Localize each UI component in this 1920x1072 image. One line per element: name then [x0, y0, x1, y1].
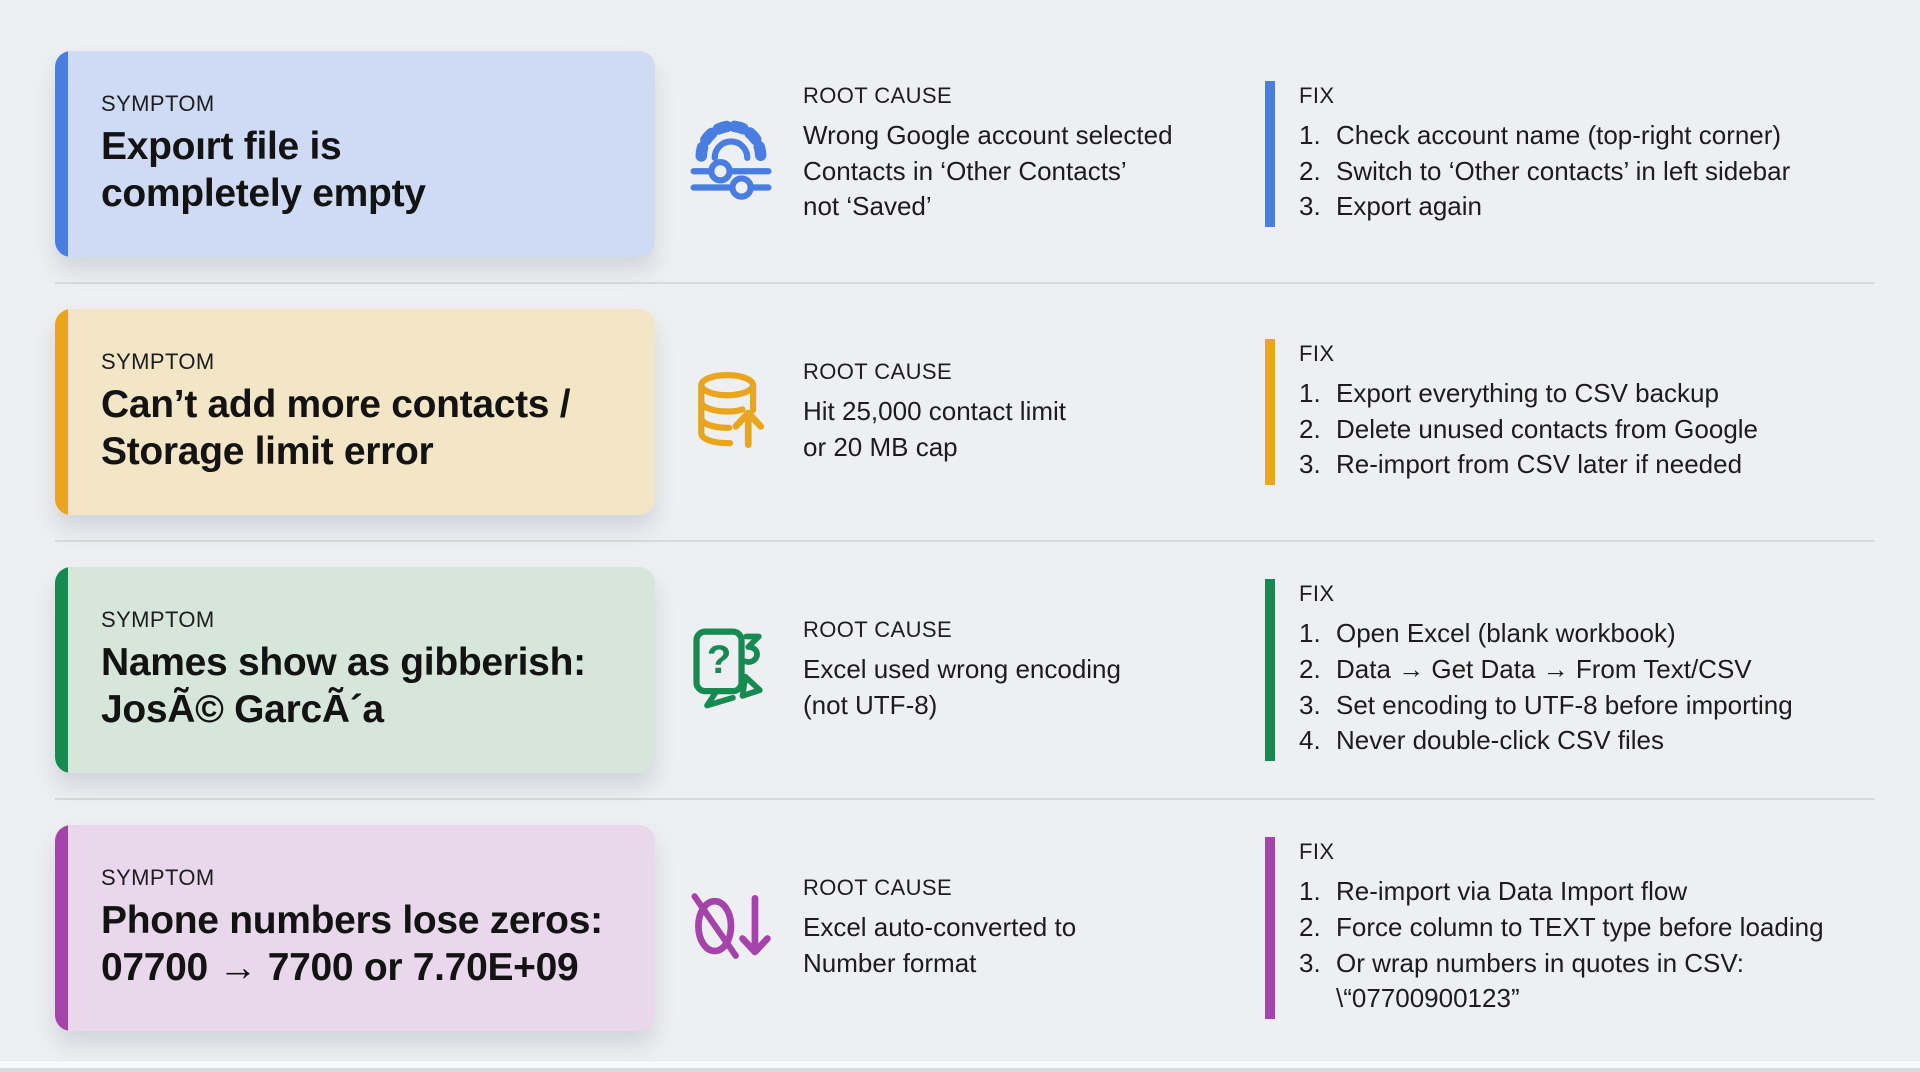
root-cause-line: Hit 25,000 contact limit [803, 395, 1067, 426]
fix-step: Force column to TEXT type before loading [1336, 911, 1824, 942]
encoding-question-icon: ? [685, 624, 777, 716]
symptom-label: SYMPTOM [101, 865, 215, 891]
root-cause-text-block: ROOT CAUSE Hit 25,000 contact limit or 20… [803, 359, 1066, 466]
root-cause-column: ROOT CAUSE Excel auto-converted to Number… [655, 875, 1265, 982]
root-cause-line: (not UTF-8) [803, 689, 938, 720]
symptom-card-body: SYMPTOM Phone numbers lose zeros:07700 →… [55, 865, 617, 991]
symptom-card-body: SYMPTOM Can’t add more contacts /Storage… [55, 349, 584, 475]
fix-step: Switch to ‘Other contacts’ in left sideb… [1336, 155, 1791, 186]
symptom-title-line: Expoırt file is [101, 125, 342, 169]
symptom-accent-bar [55, 51, 68, 257]
root-cause-line: Excel used wrong encoding [803, 653, 1121, 684]
symptom-label: SYMPTOM [101, 349, 215, 375]
root-cause-line: Contacts in ‘Other Contacts’ [803, 155, 1127, 186]
fix-step: Delete unused contacts from Google [1336, 413, 1759, 444]
fix-steps-list: Open Excel (blank workbook) Data → Get Da… [1299, 616, 1793, 760]
fix-steps-list: Check account name (top-right corner) Swi… [1299, 118, 1790, 226]
gear-sliders-icon [685, 108, 777, 200]
fix-step: Or wrap numbers in quotes in CSV: \“0770… [1336, 947, 1744, 1014]
root-cause-text-block: ROOT CAUSE Excel auto-converted to Number… [803, 875, 1076, 982]
fix-label: FIX [1299, 838, 1335, 864]
zero-slash-arrow-icon [685, 882, 777, 974]
root-cause-column: ? ROOT CAUSE Excel used wrong encoding (n… [655, 617, 1265, 724]
symptom-card: SYMPTOM Can’t add more contacts /Storage… [55, 309, 655, 515]
root-cause-line: or 20 MB cap [803, 431, 958, 462]
fix-step: Check account name (top-right corner) [1336, 119, 1782, 150]
symptom-label: SYMPTOM [101, 607, 215, 633]
fix-body: FIX Open Excel (blank workbook) Data → Ge… [1299, 579, 1793, 762]
fix-accent-bar [1265, 578, 1275, 762]
root-cause-column: ROOT CAUSE Wrong Google account selected… [655, 83, 1265, 226]
symptom-title-line: 07700 → 7700 or 7.70E+09 [101, 945, 579, 989]
root-cause-column: ROOT CAUSE Hit 25,000 contact limit or 20… [655, 359, 1265, 466]
root-cause-label: ROOT CAUSE [803, 82, 953, 108]
root-cause-text: Hit 25,000 contact limit or 20 MB cap [803, 394, 1066, 466]
symptom-title-line: Names show as gibberish: [101, 641, 586, 685]
fix-step: Export everything to CSV backup [1336, 377, 1719, 408]
fix-column: FIX Check account name (top-right corner… [1265, 80, 1875, 228]
troubleshooting-row: SYMPTOM Can’t add more contacts /Storage… [55, 282, 1875, 540]
symptom-title: Phone numbers lose zeros:07700 → 7700 or… [101, 898, 603, 991]
fix-accent-bar [1265, 338, 1275, 486]
fix-label: FIX [1299, 82, 1335, 108]
root-cause-label: ROOT CAUSE [803, 358, 953, 384]
root-cause-line: not ‘Saved’ [803, 191, 932, 222]
svg-text:?: ? [707, 637, 732, 682]
symptom-title-line: JosÃ© GarcÃ´a [101, 687, 384, 731]
symptom-label: SYMPTOM [101, 91, 215, 117]
footer-strip [0, 1060, 1920, 1072]
symptom-card: SYMPTOM Phone numbers lose zeros:07700 →… [55, 825, 655, 1031]
symptom-title-line: completely empty [101, 171, 426, 215]
database-limit-icon [685, 366, 777, 458]
fix-step: Re-import via Data Import flow [1336, 875, 1688, 906]
fix-step: Open Excel (blank workbook) [1336, 617, 1676, 648]
fix-accent-bar [1265, 80, 1275, 228]
symptom-title-line: Phone numbers lose zeros: [101, 899, 603, 943]
fix-body: FIX Check account name (top-right corner… [1299, 81, 1790, 228]
fix-step: Set encoding to UTF-8 before importing [1336, 689, 1793, 720]
root-cause-line: Number format [803, 947, 977, 978]
fix-step: Export again [1336, 191, 1482, 222]
root-cause-text: Excel used wrong encoding (not UTF-8) [803, 652, 1121, 724]
fix-label: FIX [1299, 340, 1335, 366]
symptom-accent-bar [55, 567, 68, 773]
root-cause-line: Wrong Google account selected [803, 119, 1173, 150]
root-cause-label: ROOT CAUSE [803, 616, 953, 642]
fix-column: FIX Open Excel (blank workbook) Data → Ge… [1265, 578, 1875, 762]
symptom-accent-bar [55, 825, 68, 1031]
troubleshooting-row: SYMPTOM Phone numbers lose zeros:07700 →… [55, 798, 1875, 1056]
fix-step: Re-import from CSV later if needed [1336, 449, 1743, 480]
root-cause-line: Excel auto-converted to [803, 911, 1077, 942]
root-cause-text-block: ROOT CAUSE Excel used wrong encoding (not… [803, 617, 1121, 724]
fix-step: Data → Get Data → From Text/CSV [1336, 653, 1752, 684]
symptom-title: Names show as gibberish:JosÃ© GarcÃ´a [101, 640, 586, 733]
symptom-title-line: Storage limit error [101, 429, 434, 473]
root-cause-text-block: ROOT CAUSE Wrong Google account selected… [803, 83, 1173, 226]
fix-label: FIX [1299, 580, 1335, 606]
fix-accent-bar [1265, 836, 1275, 1020]
root-cause-label: ROOT CAUSE [803, 874, 953, 900]
symptom-accent-bar [55, 309, 68, 515]
root-cause-text: Excel auto-converted to Number format [803, 910, 1076, 982]
fix-step: Never double-click CSV files [1336, 725, 1665, 756]
troubleshooting-row: SYMPTOM Names show as gibberish:JosÃ© Ga… [55, 540, 1875, 798]
symptom-card-body: SYMPTOM Names show as gibberish:JosÃ© Ga… [55, 607, 600, 733]
symptom-title-line: Can’t add more contacts / [101, 383, 571, 427]
symptom-card: SYMPTOM Names show as gibberish:JosÃ© Ga… [55, 567, 655, 773]
symptom-title: Can’t add more contacts /Storage limit e… [101, 382, 571, 475]
